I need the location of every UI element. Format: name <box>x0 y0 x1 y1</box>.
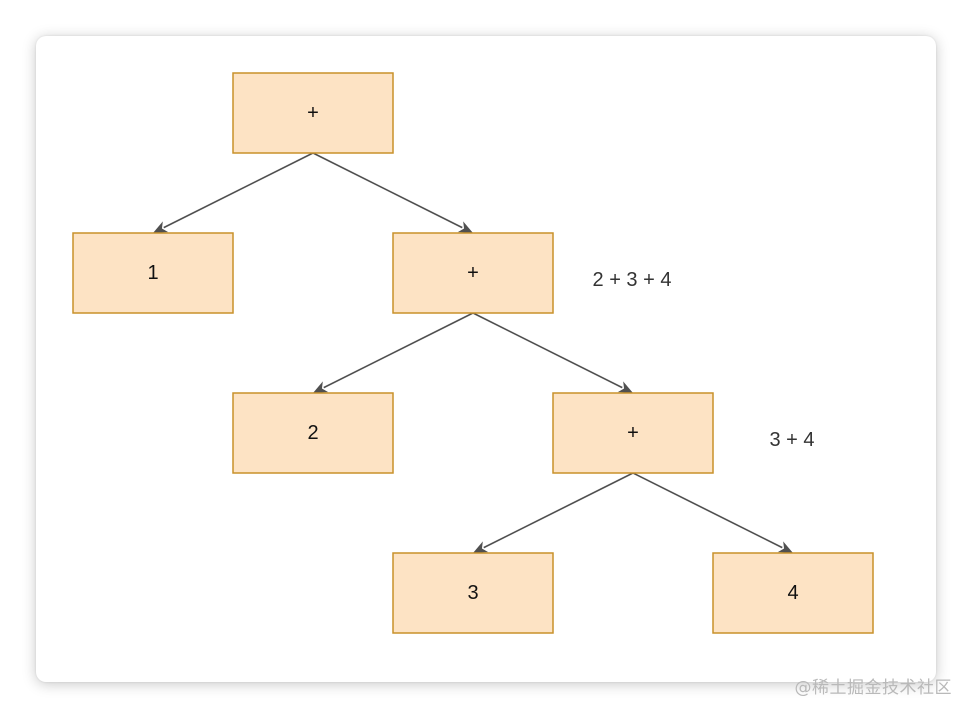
edge-line <box>323 312 474 389</box>
node-label: + <box>627 422 639 444</box>
watermark-text: @稀土掘金技术社区 <box>794 678 952 698</box>
tree-node-n1: 1 <box>72 232 234 314</box>
arrowhead <box>313 381 329 393</box>
diagram-canvas: +1 +2 +3 4 2 + 3 + 4 3 + 4 <box>36 36 936 682</box>
node-label: 3 <box>467 582 478 604</box>
tree-node-n4: 4 <box>712 552 874 634</box>
edge-line <box>163 152 314 229</box>
node-label: + <box>467 262 479 284</box>
tree-node-plus3: + <box>552 392 714 474</box>
node-box <box>392 552 554 634</box>
node-box <box>552 392 714 474</box>
annotation-plus2: 2 + 3 + 4 <box>593 269 672 291</box>
edge-plus3-to-n3 <box>473 472 634 553</box>
node-box <box>232 72 394 154</box>
tree-node-plus2: + <box>392 232 554 314</box>
edges-layer <box>153 152 793 553</box>
nodes-layer: +1 +2 +3 4 <box>72 72 874 634</box>
node-label: 4 <box>787 582 798 604</box>
edge-line <box>472 312 623 389</box>
tree-node-n3: 3 <box>392 552 554 634</box>
node-box <box>232 392 394 474</box>
arrowhead <box>617 381 633 393</box>
node-label: + <box>307 102 319 124</box>
tree-node-root: + <box>232 72 394 154</box>
edge-root-to-plus2 <box>312 152 473 233</box>
node-label: 1 <box>147 262 158 284</box>
edge-line <box>632 472 783 549</box>
edge-line <box>312 152 463 229</box>
node-label: 2 <box>307 422 318 444</box>
tree-node-n2: 2 <box>232 392 394 474</box>
edge-root-to-n1 <box>153 152 314 233</box>
node-box <box>72 232 234 314</box>
annotations-layer: 2 + 3 + 4 3 + 4 <box>593 269 815 451</box>
node-box <box>392 232 554 314</box>
edge-plus3-to-n4 <box>632 472 793 553</box>
node-box <box>712 552 874 634</box>
arrowhead <box>473 541 489 553</box>
arrowhead <box>457 221 473 233</box>
arrowhead <box>777 541 793 553</box>
edge-plus2-to-plus3 <box>472 312 633 393</box>
edge-plus2-to-n2 <box>313 312 474 393</box>
annotation-plus3: 3 + 4 <box>769 429 814 451</box>
arrowhead <box>153 221 169 233</box>
edge-line <box>483 472 634 549</box>
